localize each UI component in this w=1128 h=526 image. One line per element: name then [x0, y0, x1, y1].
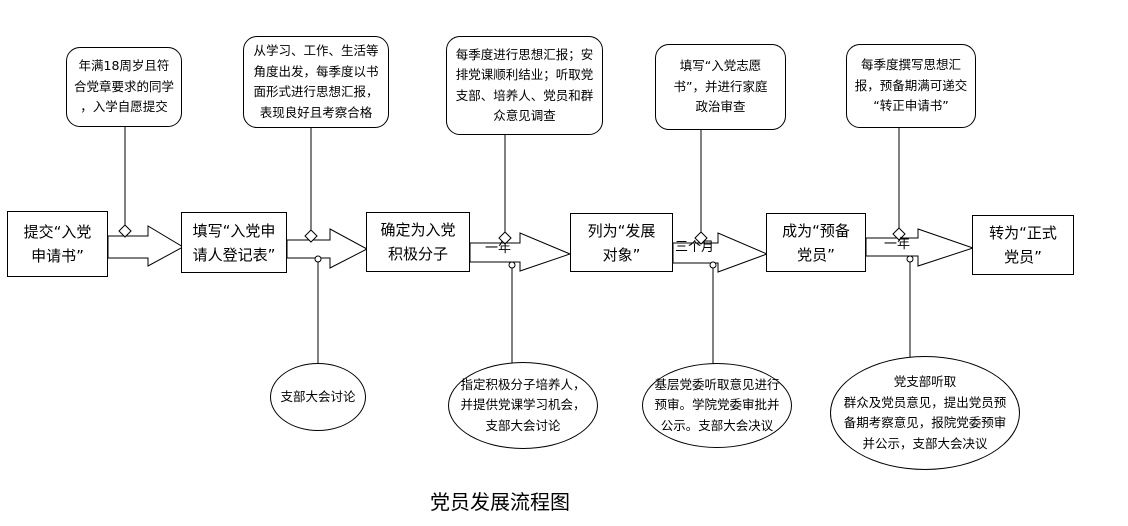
- circle-1: [314, 255, 322, 263]
- procedure-text: 党支部听取 群众及党员意见，提出党员预 备期考察意见，报院党委预审 并公示，支部…: [843, 374, 1007, 451]
- circle-3: [709, 261, 717, 269]
- procedure-text: 支部大会讨论: [280, 388, 356, 404]
- procedure-oval-1: 支部大会讨论: [270, 363, 366, 431]
- procedure-oval-2: 指定积极分子培养人， 并提供党课学习机会， 支部大会讨论: [448, 362, 598, 449]
- procedure-text: 基层党委听取意见进行 预审。学院党委审批并 公示。支部大会决议: [654, 376, 780, 433]
- stage-label: 成为“预备 党员”: [782, 221, 850, 264]
- stage-submit-application: 提交“入党 申请书”: [7, 211, 108, 277]
- requirement-text: 填写“入党志愿 书”，并进行家庭 政治审查: [673, 58, 768, 115]
- duration-label-2: 三个月: [675, 240, 715, 255]
- stage-label: 填写“入党申 请人登记表”: [192, 221, 276, 264]
- requirement-text: 年满18周岁且符 合党章要求的同学 ，入学自愿提交: [73, 58, 174, 115]
- requirement-note-5: 每季度撰写思想汇 报，预备期满可递交 “转正申请书”: [846, 44, 976, 128]
- stage-full-member: 转为“正式 党员”: [972, 215, 1074, 275]
- requirement-text: 从学习、工作、生活等 角度出发，每季度以书 面形式进行思想汇报， 表现良好且考察…: [253, 43, 379, 120]
- requirement-note-4: 填写“入党志愿 书”，并进行家庭 政治审查: [655, 44, 786, 130]
- requirement-note-3: 每季度进行思想汇报；安 排党课顺利结业；听取党 支部、培养人、党员和群 众意见调…: [446, 36, 603, 135]
- diamond-5: [892, 227, 906, 241]
- stage-fill-registration-form: 填写“入党申 请人登记表”: [181, 212, 287, 273]
- procedure-oval-3: 基层党委听取意见进行 预审。学院党委审批并 公示。支部大会决议: [642, 363, 792, 448]
- arrow-5: [865, 228, 975, 267]
- stage-probationary-member: 成为“预备 党员”: [766, 213, 866, 272]
- arrow-3: [469, 232, 572, 272]
- duration-label-1: 一年: [485, 241, 512, 256]
- stage-label: 提交“入党 申请书”: [23, 223, 92, 265]
- duration-label-3: 一年: [884, 237, 911, 252]
- stage-label: 列为“发展 对象”: [587, 221, 656, 264]
- stage-label: 转为“正式 党员”: [989, 224, 1057, 266]
- requirement-note-1: 年满18周岁且符 合党章要求的同学 ，入学自愿提交: [66, 47, 182, 127]
- diagram-caption: 党员发展流程图: [430, 490, 570, 514]
- requirement-text: 每季度撰写思想汇 报，预备期满可递交 “转正申请书”: [854, 57, 968, 114]
- arrow-4: [672, 232, 769, 273]
- arrow-2: [286, 228, 369, 269]
- requirement-note-2: 从学习、工作、生活等 角度出发，每季度以书 面形式进行思想汇报， 表现良好且考察…: [243, 36, 389, 128]
- stage-activist: 确定为入党 积极分子: [366, 212, 470, 272]
- procedure-text: 指定积极分子培养人， 并提供党课学习机会， 支部大会讨论: [460, 376, 586, 433]
- diamond-3: [498, 231, 512, 245]
- circle-4: [906, 255, 914, 263]
- diamond-4: [694, 231, 708, 245]
- stage-label: 确定为入党 积极分子: [380, 221, 456, 263]
- diamond-1: [118, 224, 132, 238]
- diamond-2: [304, 229, 318, 243]
- stage-development-target: 列为“发展 对象”: [570, 213, 673, 272]
- procedure-oval-4: 党支部听取 群众及党员意见，提出党员预 备期考察意见，报院党委预审 并公示，支部…: [830, 356, 1020, 470]
- circle-2: [508, 261, 516, 269]
- arrow-1: [107, 225, 185, 267]
- requirement-text: 每季度进行思想汇报；安 排党课顺利结业；听取党 支部、培养人、党员和群 众意见调…: [455, 46, 594, 124]
